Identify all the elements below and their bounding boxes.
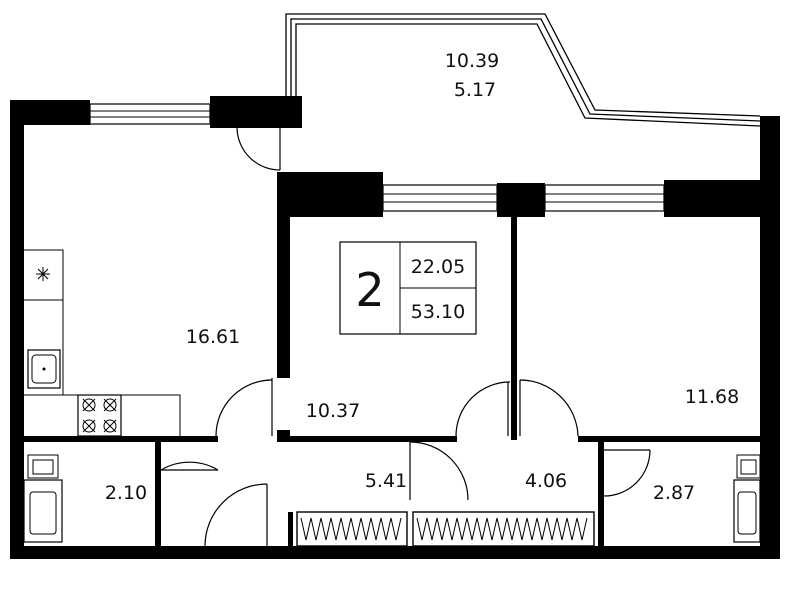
living-area: 22.05 bbox=[411, 256, 465, 278]
corridor-area-label: 4.06 bbox=[525, 470, 567, 492]
bedroom-right-area-label: 11.68 bbox=[685, 386, 739, 408]
toilet-icon bbox=[27, 454, 59, 479]
bathtub-icon bbox=[733, 479, 761, 543]
bathroom-right-area-label: 2.87 bbox=[653, 482, 695, 504]
doors bbox=[160, 127, 651, 547]
wardrobe-icon bbox=[296, 511, 408, 547]
total-area: 53.10 bbox=[411, 301, 465, 323]
bedroom-left-area-label: 10.37 bbox=[306, 400, 360, 422]
snowflake-icon bbox=[36, 267, 50, 281]
kitchen-area-label: 16.61 bbox=[186, 326, 240, 348]
kitchen-counter bbox=[24, 249, 181, 436]
balcony-outline bbox=[285, 13, 761, 127]
bathtub-icon bbox=[23, 479, 63, 543]
room-labels: 10.39 5.17 16.61 10.37 11.68 2.10 5.41 4… bbox=[105, 50, 739, 504]
balcony-area-label-2: 5.17 bbox=[454, 79, 496, 101]
sink-icon bbox=[27, 349, 61, 389]
apartment-info-box: 2 22.05 53.10 bbox=[339, 241, 477, 335]
stove-icon bbox=[77, 394, 122, 437]
toilet-icon bbox=[736, 454, 761, 479]
balcony-area-label: 10.39 bbox=[445, 50, 499, 72]
wardrobe-icon bbox=[412, 511, 595, 547]
bathroom-left-area-label: 2.10 bbox=[105, 482, 147, 504]
rooms-count: 2 bbox=[355, 263, 384, 317]
hallway-area-label: 5.41 bbox=[365, 470, 407, 492]
walls bbox=[10, 96, 780, 559]
windows bbox=[89, 103, 665, 212]
